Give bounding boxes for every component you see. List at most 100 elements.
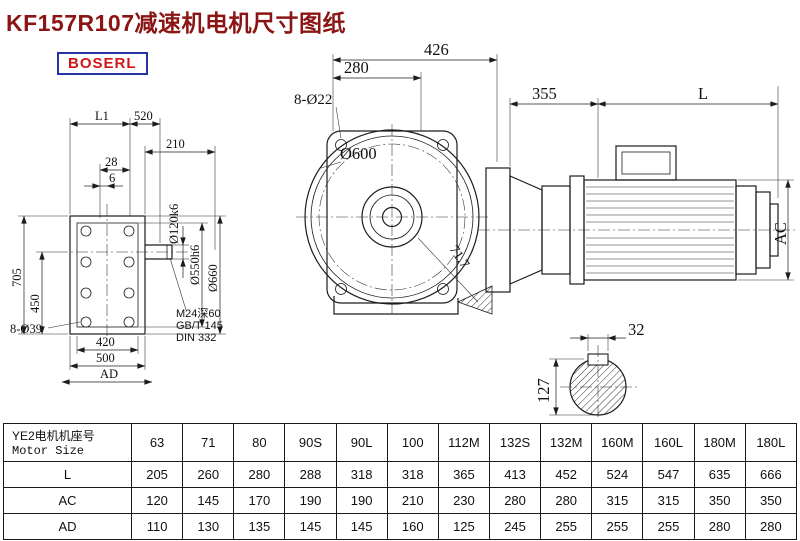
dimension-value: 245	[488, 513, 542, 540]
motor-size-column: 160L	[642, 423, 695, 462]
motor-size-column: 112M	[437, 423, 490, 462]
motor-size-column: 80	[233, 423, 286, 462]
dimension-value: 280	[233, 461, 286, 488]
dimension-value: 350	[744, 487, 798, 514]
dim-210: 210	[166, 137, 185, 151]
dim-AD: AD	[100, 367, 118, 381]
motor-size-column: 180M	[693, 423, 746, 462]
technical-drawing: L1 520 210 28 6 Ø120k6 Ø550h6 Ø660 705 4…	[10, 40, 795, 420]
dimension-value: 170	[233, 487, 286, 514]
dimension-value: 145	[284, 513, 337, 540]
dimension-value: 135	[233, 513, 286, 540]
label-8xd22: 8-Ø22	[294, 92, 332, 108]
row-label: AC	[3, 487, 132, 514]
section-hatch	[456, 285, 493, 315]
motor-size-column: 160M	[591, 423, 644, 462]
motor-size-column: 180L	[744, 423, 798, 462]
dimension-value: 318	[386, 461, 439, 488]
dimension-value: 315	[642, 487, 695, 514]
dim-500: 500	[96, 351, 115, 365]
dimension-value: 255	[591, 513, 644, 540]
header-label-en: Motor Size	[12, 444, 85, 458]
dim-280: 280	[344, 58, 369, 77]
dim-426: 426	[424, 40, 449, 59]
motor-size-column: 71	[182, 423, 235, 462]
motor-size-column: 100	[386, 423, 439, 462]
dimension-value: 288	[284, 461, 337, 488]
motor-size-header: YE2电机机座号 Motor Size	[3, 423, 132, 462]
motor-size-column: 132M	[540, 423, 593, 462]
dim-520: 520	[134, 109, 153, 123]
boserl-logo: BOSERL	[57, 52, 148, 75]
dim-420: 420	[96, 335, 115, 349]
note-din332: DIN 332	[176, 332, 216, 344]
label-8xd39: 8-Ø39	[10, 322, 42, 336]
motor-size-column: 90L	[335, 423, 388, 462]
dimension-value: 230	[437, 487, 490, 514]
page-title: KF157R107减速机电机尺寸图纸	[6, 10, 347, 36]
dimension-value: 190	[284, 487, 337, 514]
header-label-cn: YE2电机机座号	[12, 429, 95, 443]
row-label: AD	[3, 513, 132, 540]
motor-view: 355 L AC	[478, 84, 795, 293]
dim-705: 705	[10, 268, 24, 287]
label-d600: Ø600	[340, 144, 377, 163]
dim-450: 450	[28, 294, 42, 313]
dim-L1: L1	[95, 109, 109, 123]
motor-size-column: 90S	[284, 423, 337, 462]
gearbox-housing	[69, 215, 146, 335]
dimension-value: 280	[488, 487, 542, 514]
motor-size-column: 63	[130, 423, 184, 462]
dimension-value: 255	[540, 513, 593, 540]
dimension-value: 280	[744, 513, 798, 540]
dim-6: 6	[109, 171, 115, 185]
dimension-value: 110	[130, 513, 184, 540]
side-view: L1 520 210 28 6 Ø120k6 Ø550h6 Ø660 705 4…	[10, 109, 226, 385]
dimension-value: 210	[386, 487, 439, 514]
motor-size-column: 132S	[488, 423, 542, 462]
dim-d120k6: Ø120k6	[167, 204, 181, 244]
dimension-value: 365	[437, 461, 490, 488]
front-view: 280 426 8-Ø22 Ø600 71.7	[294, 40, 498, 315]
dimension-value: 145	[335, 513, 388, 540]
dimension-value: 280	[693, 513, 746, 540]
dimension-value: 547	[642, 461, 695, 488]
dim-71-7: 71.7	[446, 243, 472, 272]
dimension-value: 524	[591, 461, 644, 488]
dimension-value: 350	[693, 487, 746, 514]
dimension-value: 452	[540, 461, 593, 488]
note-thread: M24深60	[176, 307, 221, 320]
dimension-value: 130	[182, 513, 235, 540]
dimension-value: 315	[591, 487, 644, 514]
dim-d660: Ø660	[206, 264, 220, 292]
dimension-value: 160	[386, 513, 439, 540]
dimension-value: 318	[335, 461, 388, 488]
dim-L: L	[698, 84, 708, 103]
terminal-box	[615, 145, 677, 181]
dimension-value: 205	[130, 461, 184, 488]
dim-32: 32	[628, 320, 645, 339]
shaft-section-view: 32 127	[534, 320, 645, 420]
bolt-hole	[80, 225, 92, 237]
dimension-value: 190	[335, 487, 388, 514]
dim-127: 127	[534, 378, 553, 403]
note-gbt145: GB/T 145	[176, 320, 223, 332]
dim-355: 355	[532, 84, 557, 103]
dimension-value: 280	[540, 487, 593, 514]
dim-28: 28	[105, 155, 118, 169]
dimension-value: 145	[182, 487, 235, 514]
dimension-value: 635	[693, 461, 746, 488]
row-label: L	[3, 461, 132, 488]
dimension-value: 120	[130, 487, 184, 514]
dimension-value: 413	[488, 461, 542, 488]
dimension-value: 666	[744, 461, 798, 488]
dim-AC: AC	[771, 222, 790, 245]
dimension-value: 260	[182, 461, 235, 488]
dim-d550h6: Ø550h6	[188, 245, 202, 285]
dimension-value: 255	[642, 513, 695, 540]
